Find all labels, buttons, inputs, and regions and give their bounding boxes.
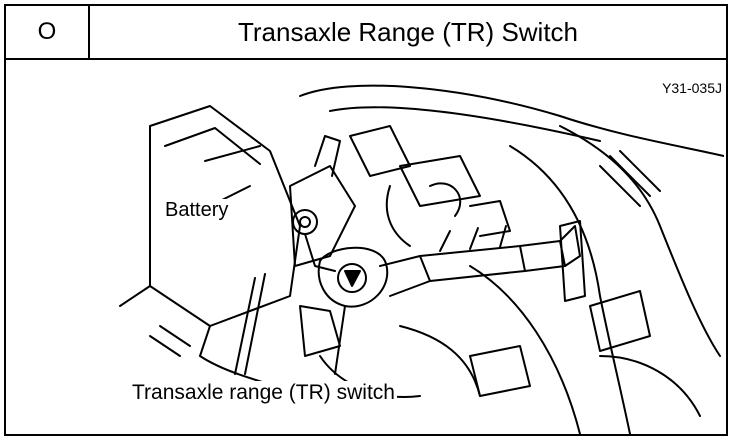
header-row: O Transaxle Range (TR) Switch <box>6 6 726 60</box>
page-frame: O Transaxle Range (TR) Switch <box>4 4 728 436</box>
figure-code: Y31-035J <box>662 80 722 96</box>
battery-label: Battery <box>163 199 231 222</box>
section-code: O <box>6 6 90 58</box>
tr-switch-label: Transaxle range (TR) switch <box>130 381 397 405</box>
page-title: Transaxle Range (TR) Switch <box>237 16 579 47</box>
engine-bay-illustration <box>119 84 724 434</box>
